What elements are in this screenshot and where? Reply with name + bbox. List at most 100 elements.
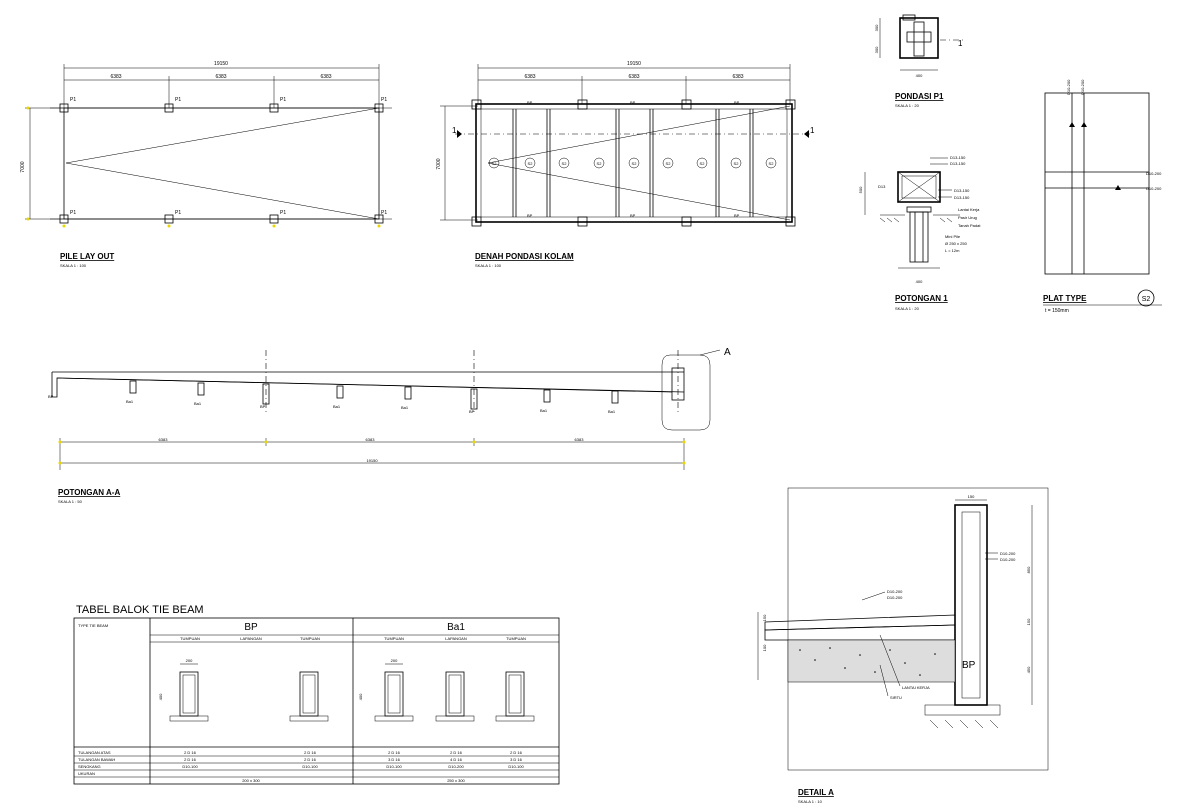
cell: 2 D 16 [304,757,317,762]
pile-layout-scale: SKALA 1 : 100 [60,263,87,268]
col-header: LAPANGAN [445,636,467,641]
detail-left-dim-1: 150 [762,614,767,621]
pot1-note-2: Pasir Urug [958,215,977,220]
cell: 3 D 16 [388,757,401,762]
p1-scale: SKALA 1 : 20 [895,103,920,108]
detail-a: BP 150 850 150 450 150 100 D10-200 D10-2… [757,487,1049,804]
pile-span-3: 6383 [320,74,331,80]
beam-tag: BP [527,213,533,218]
detail-rebar-1: D10-200 [1000,551,1016,556]
detail-right-dim-3: 450 [1026,666,1031,673]
table-title: TABEL BALOK TIE BEAM [76,604,204,616]
denah-span-1: 6383 [524,74,535,80]
ground-hatch [929,719,999,729]
potongan-aa-section: BP Ba1 Ba1 BP Ba1 Ba1 BP Ba1 Ba1 A 6383 … [48,347,731,504]
pot1-width-dim: 400 [916,279,923,284]
detail-a-scale: SKALA 1 : 10 [798,799,823,804]
slab-tag: S2 [700,161,706,166]
row-label: SENGKANG [78,764,101,769]
cell: 3 D 16 [510,757,523,762]
pot1-rebar-3: D13 [878,184,886,189]
plat-rebar-right-1: D10-200 [1146,171,1162,176]
detail-right-dim-2: 150 [1026,618,1031,625]
group-bp: BP [244,622,258,633]
slab-tag: S2 [632,161,638,166]
pile-markers: P1 P1 P1 P1 P1 P1 P1 P1 [59,97,387,224]
aa-ba-label: Ba1 [608,409,616,414]
detail-rebar-3: D10-200 [887,589,903,594]
aa-span-1: 6383 [159,437,169,442]
plat-title: PLAT TYPE [1043,294,1087,303]
pile-label: P1 [381,210,387,216]
denah-title: DENAH PONDASI KOLAM [475,252,574,261]
col-header: TUMPUAN [384,636,404,641]
plat-type-detail: D10-200 D10-200 D10-200 D10-200 PLAT TYP… [1043,79,1162,314]
aa-ba-label: Ba1 [126,399,134,404]
pot1-note-3: Tanah Padat [958,223,981,228]
detail-beam-tag: BP [962,660,976,671]
aa-bp-label: BP [48,394,54,399]
col-header: TUMPUAN [506,636,526,641]
cell: 2 D 16 [510,750,523,755]
gravel-texture [799,647,936,676]
pot1-note-5: Ø 250 x 250 [945,241,968,246]
pot1-note-1: Lantai Kerja [958,207,980,212]
detail-right-dim-1: 850 [1026,566,1031,573]
aa-title: POTONGAN A-A [58,488,120,497]
denah-columns [471,99,796,227]
section-mark-left: 1 [452,126,457,135]
p1-dim-2: 300 [874,46,879,53]
beam-tag: BP [630,100,636,105]
denah-scale: SKALA 1 : 100 [475,263,502,268]
aa-ba-label: Ba1 [333,404,341,409]
beam-tag: BP [630,213,636,218]
pile-label: P1 [175,210,181,216]
slab-tag: S2 [528,161,534,166]
pile-label: P1 [70,210,76,216]
cell: 2 D 16 [184,750,197,755]
plat-rebar-top-1: D10-200 [1066,79,1071,95]
detail-a-title: DETAIL A [798,788,834,797]
pile-label: P1 [381,97,387,103]
pile-overall-dim: 19150 [214,61,228,67]
plat-rebar-right-2: D10-200 [1146,186,1162,191]
beam-width-dim: 200 [186,658,193,663]
slab-tag: S2 [492,161,498,166]
slab-tag: S2 [734,161,740,166]
col-header: LAPANGAN [240,636,262,641]
pile-label: P1 [70,97,76,103]
plat-tag: S2 [1142,296,1151,303]
denah-slab-tags: S2 S2 S2 S2 S2 S2 S2 S2 S2 [488,157,777,169]
detail-left-dim-2: 100 [762,644,767,651]
plat-thickness: t = 150mm [1045,308,1069,314]
pot1-depth-dim: 500 [858,186,863,193]
beam-height-dim: 400 [358,693,363,700]
beam-section-sketches [169,671,535,722]
cell: 2 D 16 [388,750,401,755]
denah-overall-dim: 19150 [627,61,641,67]
pot1-rebar-4: D13-150 [954,188,970,193]
beam-tag: BP [734,213,740,218]
pot1-rebar-5: D13-150 [954,195,970,200]
cell: 2 D 16 [304,750,317,755]
cell: 200 x 300 [242,778,260,783]
cell: 4 D 16 [450,757,463,762]
detail-rebar-4: D10-200 [887,595,903,600]
ground-hatch [879,214,960,223]
group-ba1: Ba1 [447,622,465,633]
pile-height-dim: 7000 [20,161,26,172]
plat-rebar-top-2: D10-200 [1080,79,1085,95]
beam-width-dim: 200 [391,658,398,663]
tie-beam-table: TABEL BALOK TIE BEAM TYPE TIE BEAM BP Ba… [73,604,560,785]
aa-span-2: 6383 [366,437,376,442]
cell: D10-100 [302,764,318,769]
pile-label: P1 [175,97,181,103]
cell: 250 x 300 [447,778,465,783]
table-type-header: TYPE TIE BEAM [78,623,108,628]
pile-span-1: 6383 [110,74,121,80]
pile-span-2: 6383 [215,74,226,80]
pile-label: P1 [280,97,286,103]
p1-section-mark: 1 [958,39,963,48]
aa-ba-label: Ba1 [194,401,202,406]
slab-tag: S2 [597,161,603,166]
